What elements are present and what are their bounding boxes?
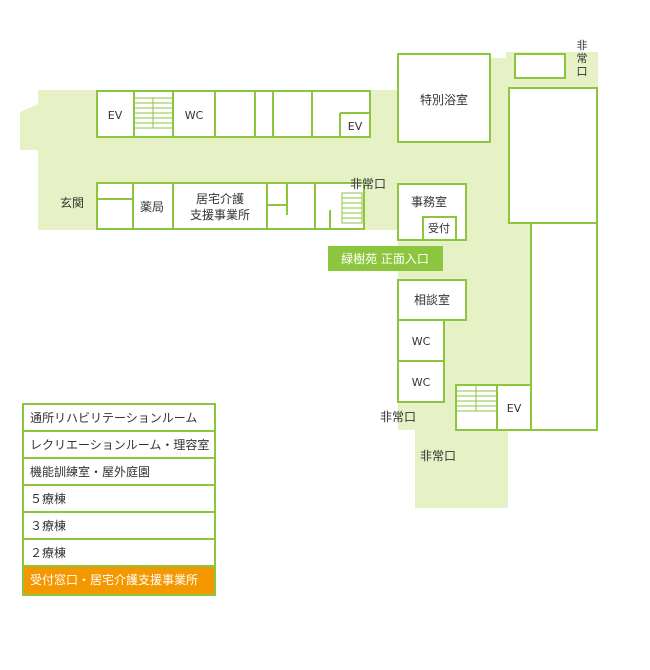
stairs-lower: [341, 192, 363, 224]
stairs-upper: [134, 97, 173, 129]
office-label: 事務室: [411, 194, 447, 209]
emergency-mid-label: 非常口: [350, 177, 386, 191]
main-entrance-label: 緑樹苑 正面入口: [341, 251, 429, 266]
consult-label: 相談室: [414, 292, 450, 307]
legend: 通所リハビリテーションルーム レクリエーションルーム・理容室 機能訓練室・屋外庭…: [22, 403, 216, 596]
consult-block: 相談室 WC WC: [397, 279, 467, 403]
emergency-top-2: 常: [577, 52, 588, 65]
legend-item-ward-3[interactable]: ３療棟: [24, 513, 214, 540]
legend-item-training[interactable]: 機能訓練室・屋外庭園: [24, 459, 214, 486]
emergency-top-1: 非: [577, 39, 588, 52]
lower-left-block: 薬局 居宅介護 支援事業所: [96, 182, 365, 230]
lower-right-core: EV: [455, 384, 532, 431]
legend-item-rehab[interactable]: 通所リハビリテーションルーム: [24, 405, 214, 432]
entrance-label: 玄関: [60, 195, 84, 210]
pharmacy-label: 薬局: [140, 200, 164, 214]
right-wing: [508, 87, 598, 431]
ev-label-2: EV: [348, 120, 363, 133]
reception-label: 受付: [428, 222, 450, 235]
top-small-room: [514, 53, 566, 79]
wc-label-1: WC: [185, 109, 204, 122]
wc-label-2: WC: [412, 335, 431, 348]
emergency-bottom-label: 非常口: [420, 449, 456, 463]
main-entrance-badge[interactable]: 緑樹苑 正面入口: [328, 246, 443, 271]
legend-item-ward-2[interactable]: ２療棟: [24, 540, 214, 567]
ev-label-3: EV: [507, 402, 522, 415]
legend-item-recreation[interactable]: レクリエーションルーム・理容室: [24, 432, 214, 459]
legend-item-ward-5[interactable]: ５療棟: [24, 486, 214, 513]
special-bath: 特別浴室: [397, 53, 491, 143]
office-block: 事務室 受付: [397, 183, 467, 241]
ev-label-1: EV: [108, 109, 123, 122]
emergency-low-label: 非常口: [380, 410, 416, 424]
upper-left-block: EV WC EV: [96, 90, 371, 138]
care-office-label-1: 居宅介護: [196, 191, 244, 206]
care-office-label-2: 支援事業所: [190, 208, 250, 222]
emergency-top-3: 口: [577, 65, 588, 78]
wc-label-3: WC: [412, 376, 431, 389]
bath-label: 特別浴室: [420, 92, 468, 107]
legend-item-reception[interactable]: 受付窓口・居宅介護支援事業所: [24, 567, 214, 594]
